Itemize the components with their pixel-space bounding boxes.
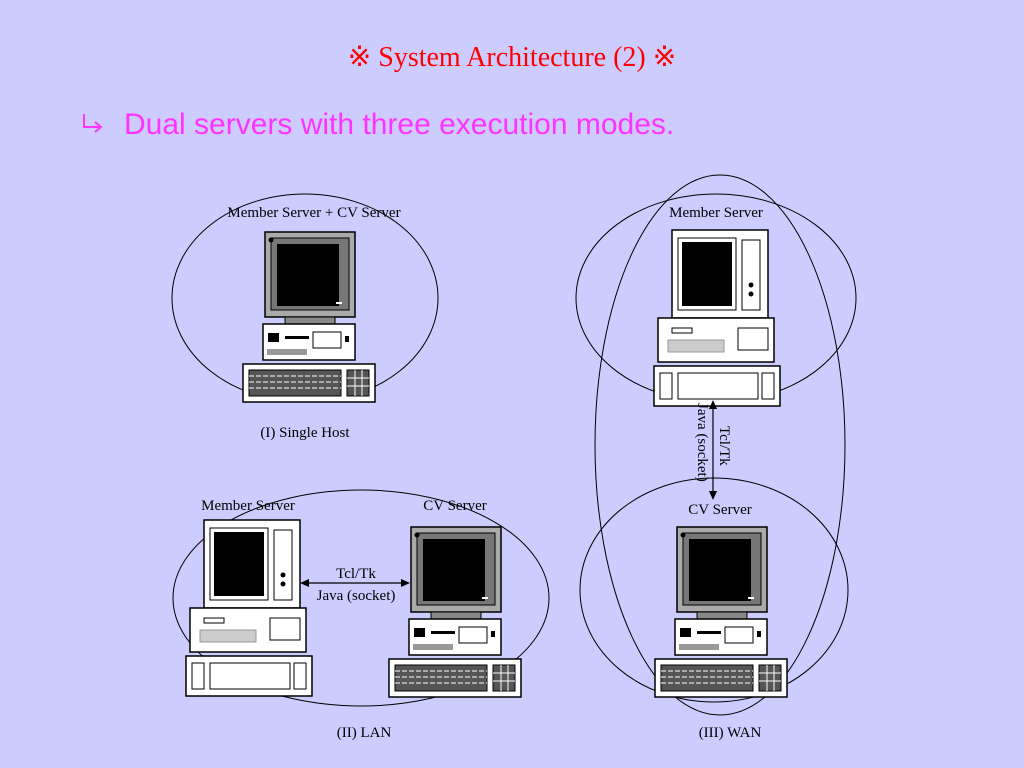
bullet-point: Dual servers with three execution modes. [80,108,674,142]
wan-cv-boundary [579,477,849,703]
wan-cv-server-label: CV Server [688,502,751,518]
slide-title: ※ System Architecture (2) ※ [347,42,677,73]
lan-cv-server-label: CV Server [423,498,486,514]
wan-link-label-java: Java (socket) [694,403,710,482]
lan-member-server-label: Member Server [201,498,295,514]
wan-cv-server-computer [654,526,788,698]
wan-overall-boundary [594,174,846,716]
lan-cv-server-computer [388,526,522,698]
lan-boundary [172,489,550,707]
lan-caption: (II) LAN [337,725,392,741]
wan-member-server-label: Member Server [669,205,763,221]
bullet-text: Dual servers with three execution modes. [124,108,675,141]
lan-link-label-tcltk: Tcl/Tk [336,566,376,582]
lan-link-label-java: Java (socket) [317,588,396,604]
single-host-computer [242,231,376,403]
wan-member-server-computer [653,229,781,407]
single-host-server-label: Member Server + CV Server [227,205,400,221]
wan-caption: (III) WAN [699,725,762,741]
hooked-arrow-icon [83,114,103,133]
single-host-caption: (I) Single Host [260,425,350,441]
lan-member-server-computer [185,519,313,697]
wan-link-label-tcltk: Tcl/Tk [716,426,732,466]
